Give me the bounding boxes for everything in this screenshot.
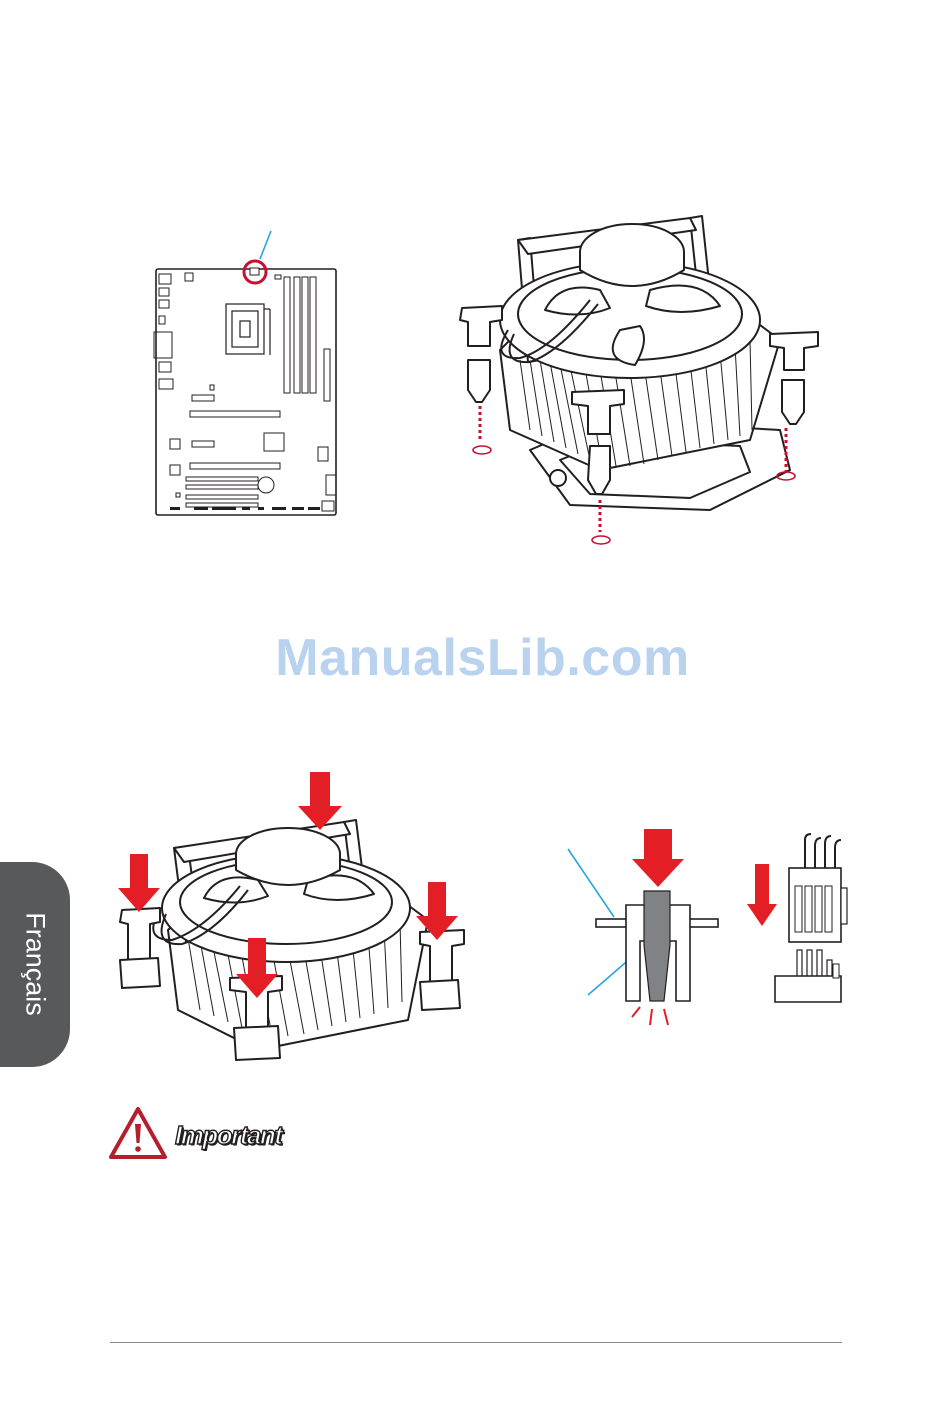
pin-cross-section-diagram xyxy=(580,825,740,1035)
language-side-tab: Français xyxy=(0,862,70,1067)
board-callout-line xyxy=(568,849,614,917)
push-pins-diagram xyxy=(108,770,468,1080)
cooler-alignment-diagram xyxy=(450,210,830,550)
language-tab-label: Français xyxy=(20,912,51,1016)
fan-connector-diagram xyxy=(745,830,855,1010)
red-down-arrow-icon xyxy=(747,864,777,926)
red-down-arrow-icon xyxy=(298,772,342,830)
board-outline xyxy=(156,269,336,515)
footer-rule xyxy=(110,1342,842,1343)
important-heading: Important xyxy=(175,1120,281,1151)
motherboard-diagram xyxy=(150,225,350,525)
red-down-arrow-icon xyxy=(118,854,160,912)
red-down-arrow-icon xyxy=(632,829,684,887)
fan-header-callout-line xyxy=(260,231,271,259)
warning-triangle-icon xyxy=(108,1106,168,1160)
watermark: ManualsLib.com xyxy=(0,628,950,688)
